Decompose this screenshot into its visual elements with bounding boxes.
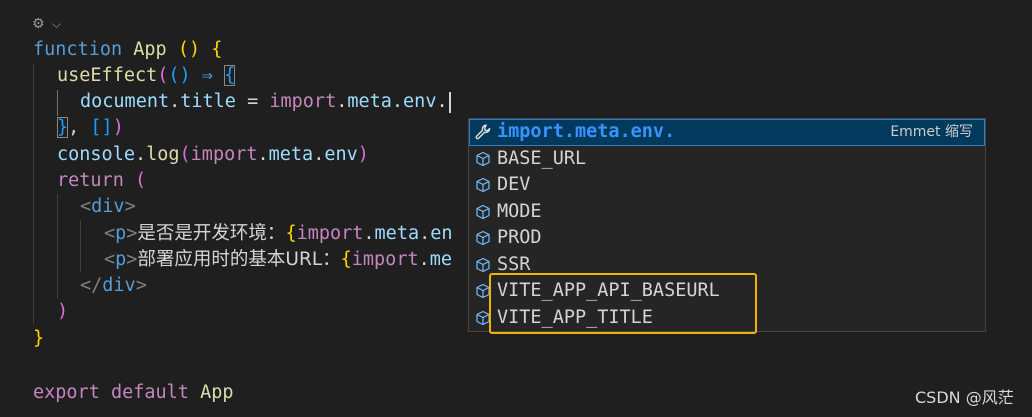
suggestion-label: MODE — [497, 200, 542, 222]
code-line: <p>部署应用时的基本URL：{import.me — [104, 249, 453, 270]
suggestion-label: import.meta.env. — [497, 121, 676, 142]
highlight-box — [489, 273, 757, 334]
watermark: CSDN @风茫 — [915, 388, 1014, 407]
suggestion-item[interactable]: import.meta.env. Emmet 缩写 — [469, 119, 985, 146]
code-line: }, []) — [57, 117, 124, 138]
cube-icon — [476, 204, 490, 219]
indent-guide — [57, 194, 58, 298]
suggestion-item[interactable]: VITE_APP_API_BASEURL — [469, 278, 985, 305]
indent-guide — [57, 90, 58, 116]
indent-guide — [33, 64, 34, 324]
cube-icon — [476, 177, 490, 193]
code-line: export default App — [33, 382, 234, 403]
code-line: ) — [57, 301, 69, 322]
code-line: useEffect(() ⇒ { — [57, 65, 236, 86]
suggestion-label: SSR — [497, 253, 531, 275]
code-line: } — [33, 328, 45, 349]
code-line: <div> — [80, 196, 136, 217]
code-line: function App () { — [33, 39, 223, 60]
indent-guide — [80, 220, 81, 272]
suggestion-item[interactable]: BASE_URL — [469, 146, 985, 173]
gear-icon[interactable]: ⚙ — [32, 16, 45, 32]
suggestion-label: PROD — [497, 227, 542, 248]
suggestion-label: VITE_APP_TITLE — [497, 306, 653, 328]
suggestion-label: DEV — [497, 174, 531, 195]
cube-icon — [476, 230, 490, 246]
suggestion-item[interactable]: DEV — [469, 172, 985, 199]
code-line: <p>是否是开发环境：{import.meta.en — [104, 223, 453, 244]
code-line: console.log(import.meta.env) — [57, 144, 369, 165]
chevron-down-icon[interactable]: ⌵ — [52, 17, 62, 31]
wrench-icon — [475, 124, 491, 140]
text-cursor — [448, 91, 451, 113]
suggestion-label: VITE_APP_API_BASEURL — [497, 280, 720, 301]
suggestion-item[interactable]: VITE_APP_TITLE — [469, 305, 985, 332]
suggestion-item[interactable]: MODE — [469, 199, 985, 226]
code-line: document.title = import.meta.env. — [80, 89, 451, 115]
autocomplete-suggestions[interactable]: import.meta.env. Emmet 缩写 BASE_URL DEV M… — [468, 118, 986, 332]
cube-icon — [476, 257, 490, 272]
suggestion-item[interactable]: SSR — [469, 252, 985, 279]
code-line: </div> — [80, 275, 147, 296]
cube-icon — [476, 151, 490, 166]
suggestion-item[interactable]: PROD — [469, 225, 985, 252]
code-line: return ( — [57, 170, 147, 191]
suggestion-detail: Emmet 缩写 — [890, 124, 973, 140]
suggestion-label: BASE_URL — [497, 147, 587, 169]
